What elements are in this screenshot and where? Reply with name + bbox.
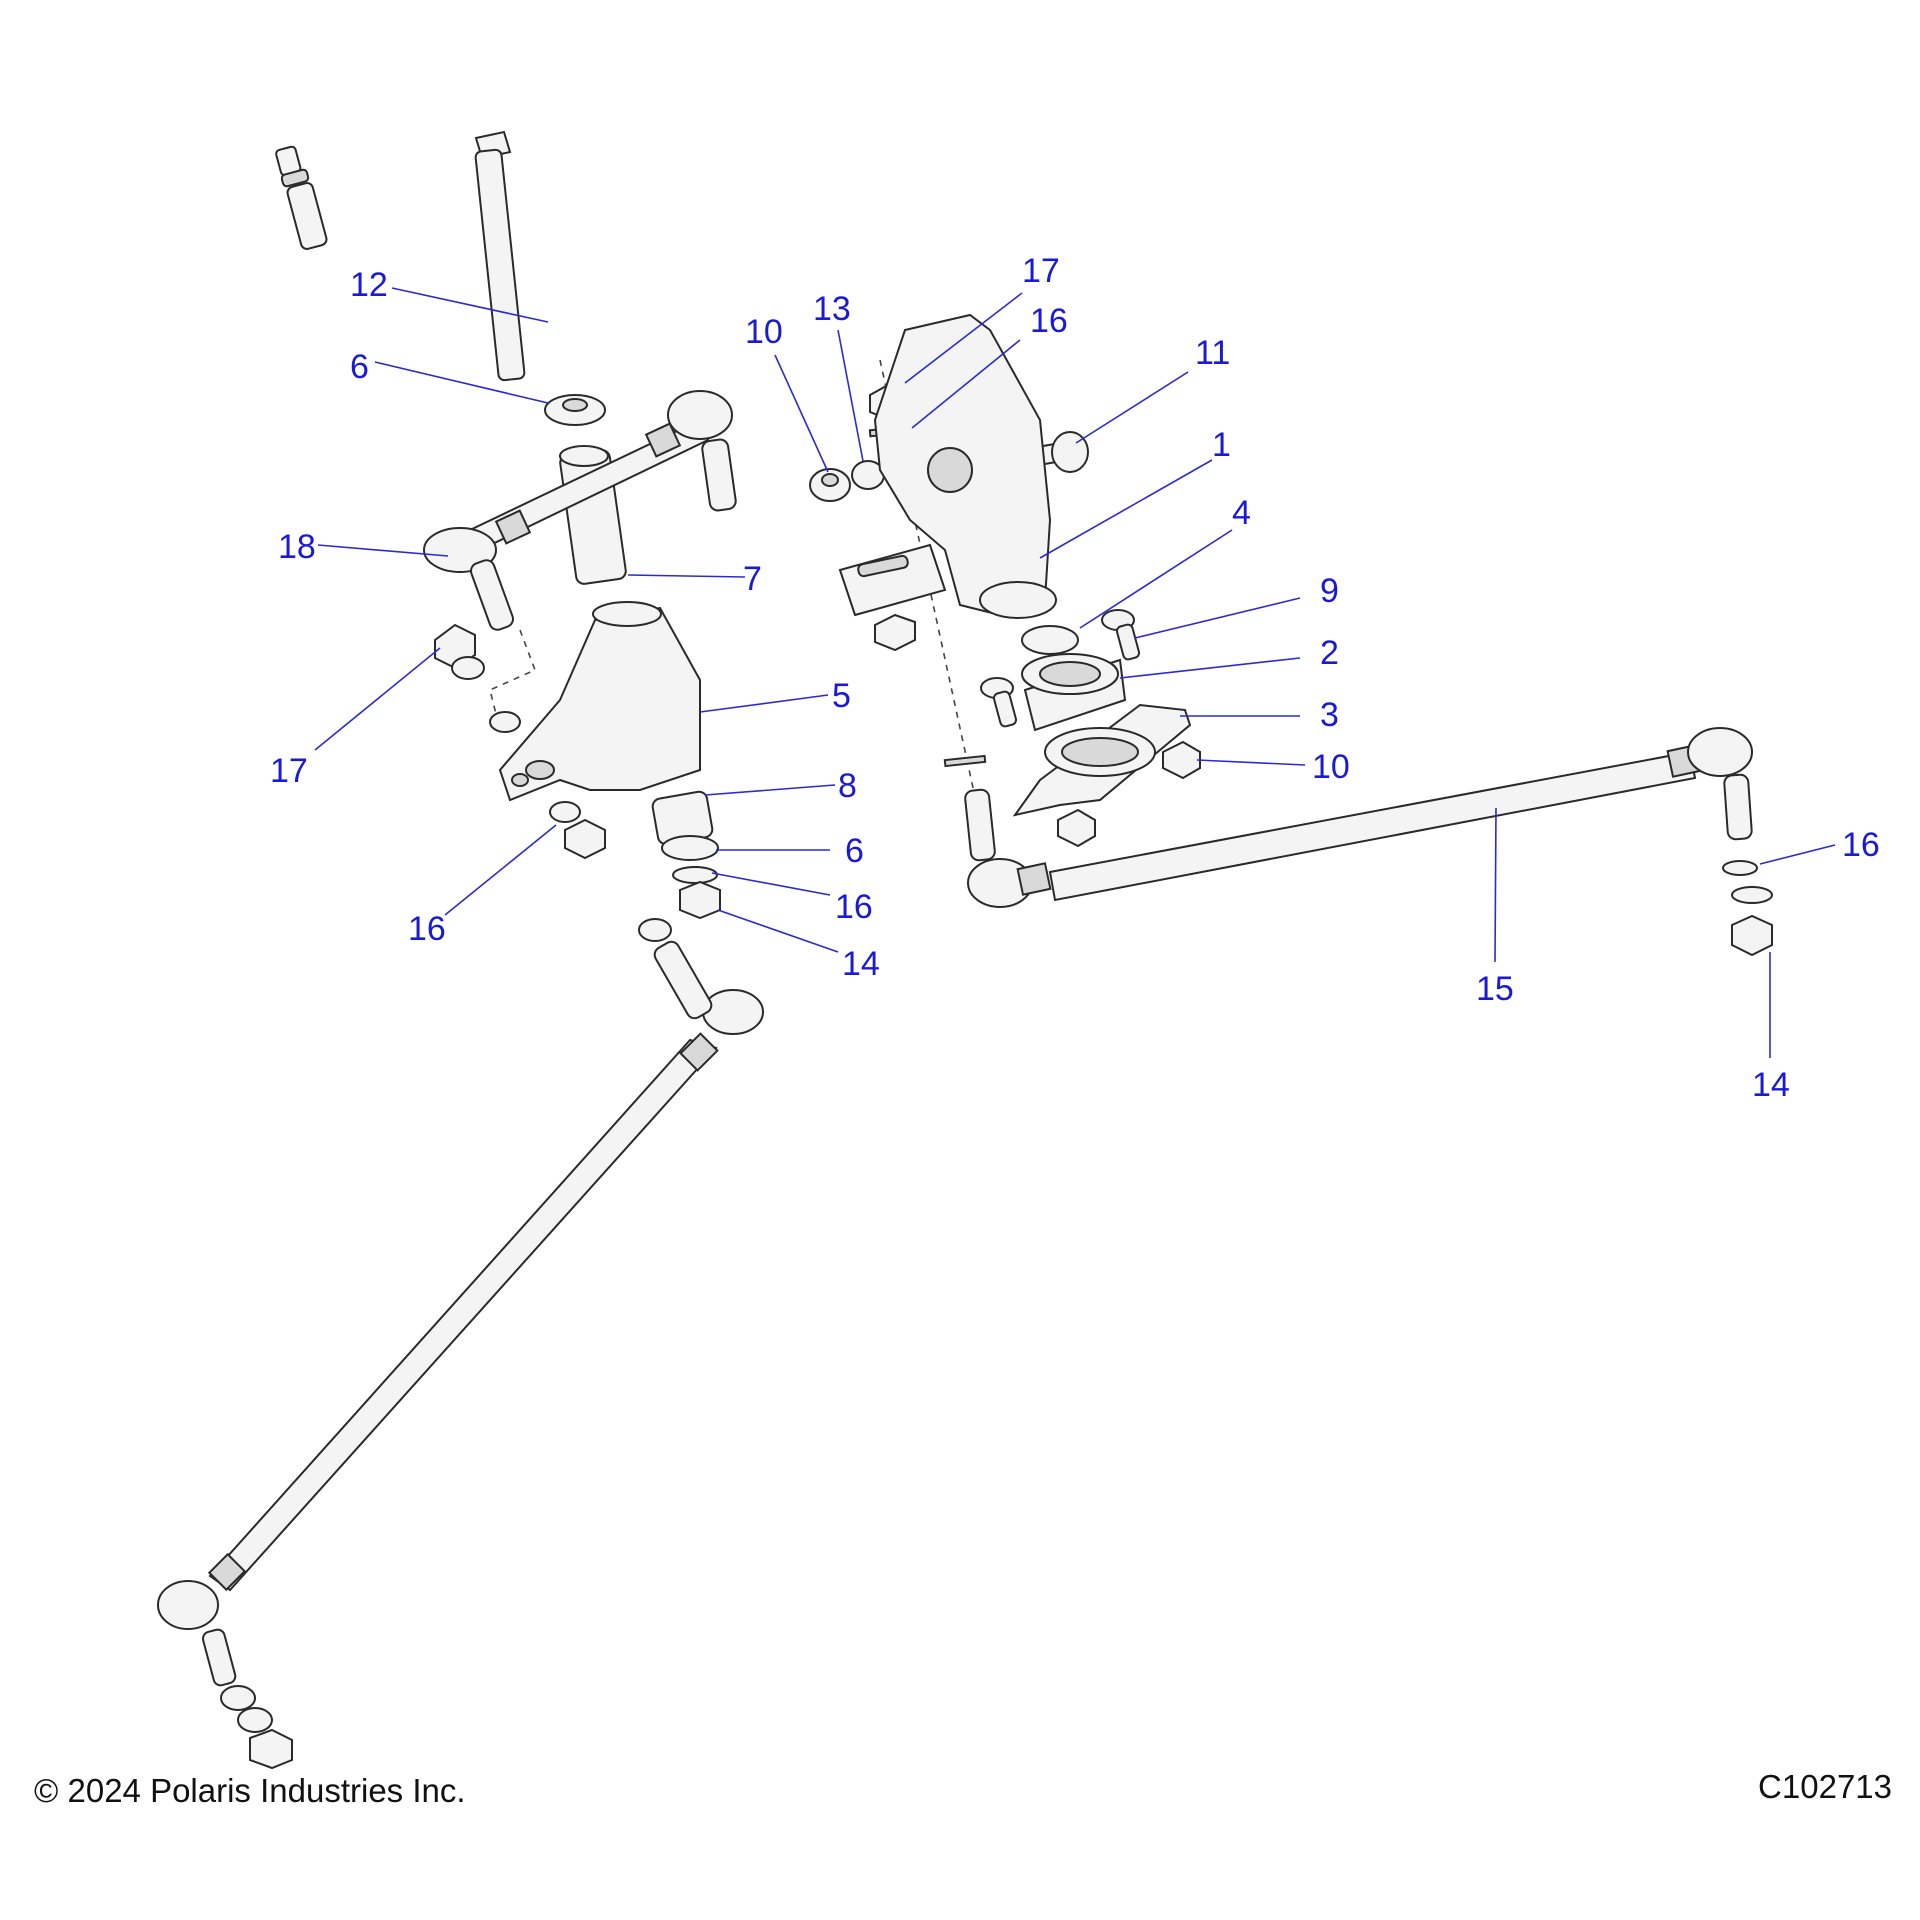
tie-rod-15 [964,727,1753,908]
seal-4 [1021,625,1079,655]
bolts-9 [980,609,1141,728]
callout-10-top: 10 [745,313,783,351]
steering-gear-1 [838,313,1057,652]
callout-11: 11 [1195,334,1230,372]
callout-5: 5 [832,677,851,715]
pin-top-left [275,145,328,250]
right-fasteners [1722,860,1773,957]
callout-18: 18 [278,528,316,566]
callout-7: 7 [743,560,762,598]
callout-17-right: 17 [1022,252,1060,290]
lower-stack [638,790,721,942]
bearing-2 [1021,653,1127,732]
callout-12: 12 [350,266,388,304]
callout-1: 1 [1212,426,1231,464]
callout-9: 9 [1320,572,1339,610]
callout-3: 3 [1320,696,1339,734]
link-rod-18 [423,390,737,731]
callout-16-stack: 16 [835,888,873,926]
callout-14-right: 14 [1752,1066,1790,1104]
callout-6: 6 [350,348,369,386]
callout-numbers: 12 6 18 7 17 5 8 6 16 16 14 10 13 17 16 … [270,252,1880,1104]
callout-6-lower: 6 [845,832,864,870]
bolt-long [474,130,526,382]
washer-axis [943,754,987,768]
callout-16-left: 16 [408,910,446,948]
callout-13: 13 [813,290,851,328]
pitman-arm-5 [498,601,701,802]
callout-2: 2 [1320,634,1339,672]
bracket-3 [1012,703,1192,817]
tie-rod-lower-left [157,940,764,1770]
nut-16-left [549,801,606,860]
figure-id: C102713 [1758,1768,1892,1805]
nut-17-left [434,623,521,733]
callout-10-right: 10 [1312,748,1350,786]
nuts-10 [1057,740,1201,848]
callout-16-top: 16 [1030,302,1068,340]
callout-15: 15 [1476,970,1514,1008]
callout-4: 4 [1232,494,1251,532]
callout-14-left: 14 [842,945,880,983]
leader-lines [314,287,1836,1058]
callout-8: 8 [838,767,857,805]
parts-illustration [157,130,1773,1770]
callout-16-right: 16 [1842,826,1880,864]
copyright-text: © 2024 Polaris Industries Inc. [34,1772,466,1809]
callout-17: 17 [270,752,308,790]
